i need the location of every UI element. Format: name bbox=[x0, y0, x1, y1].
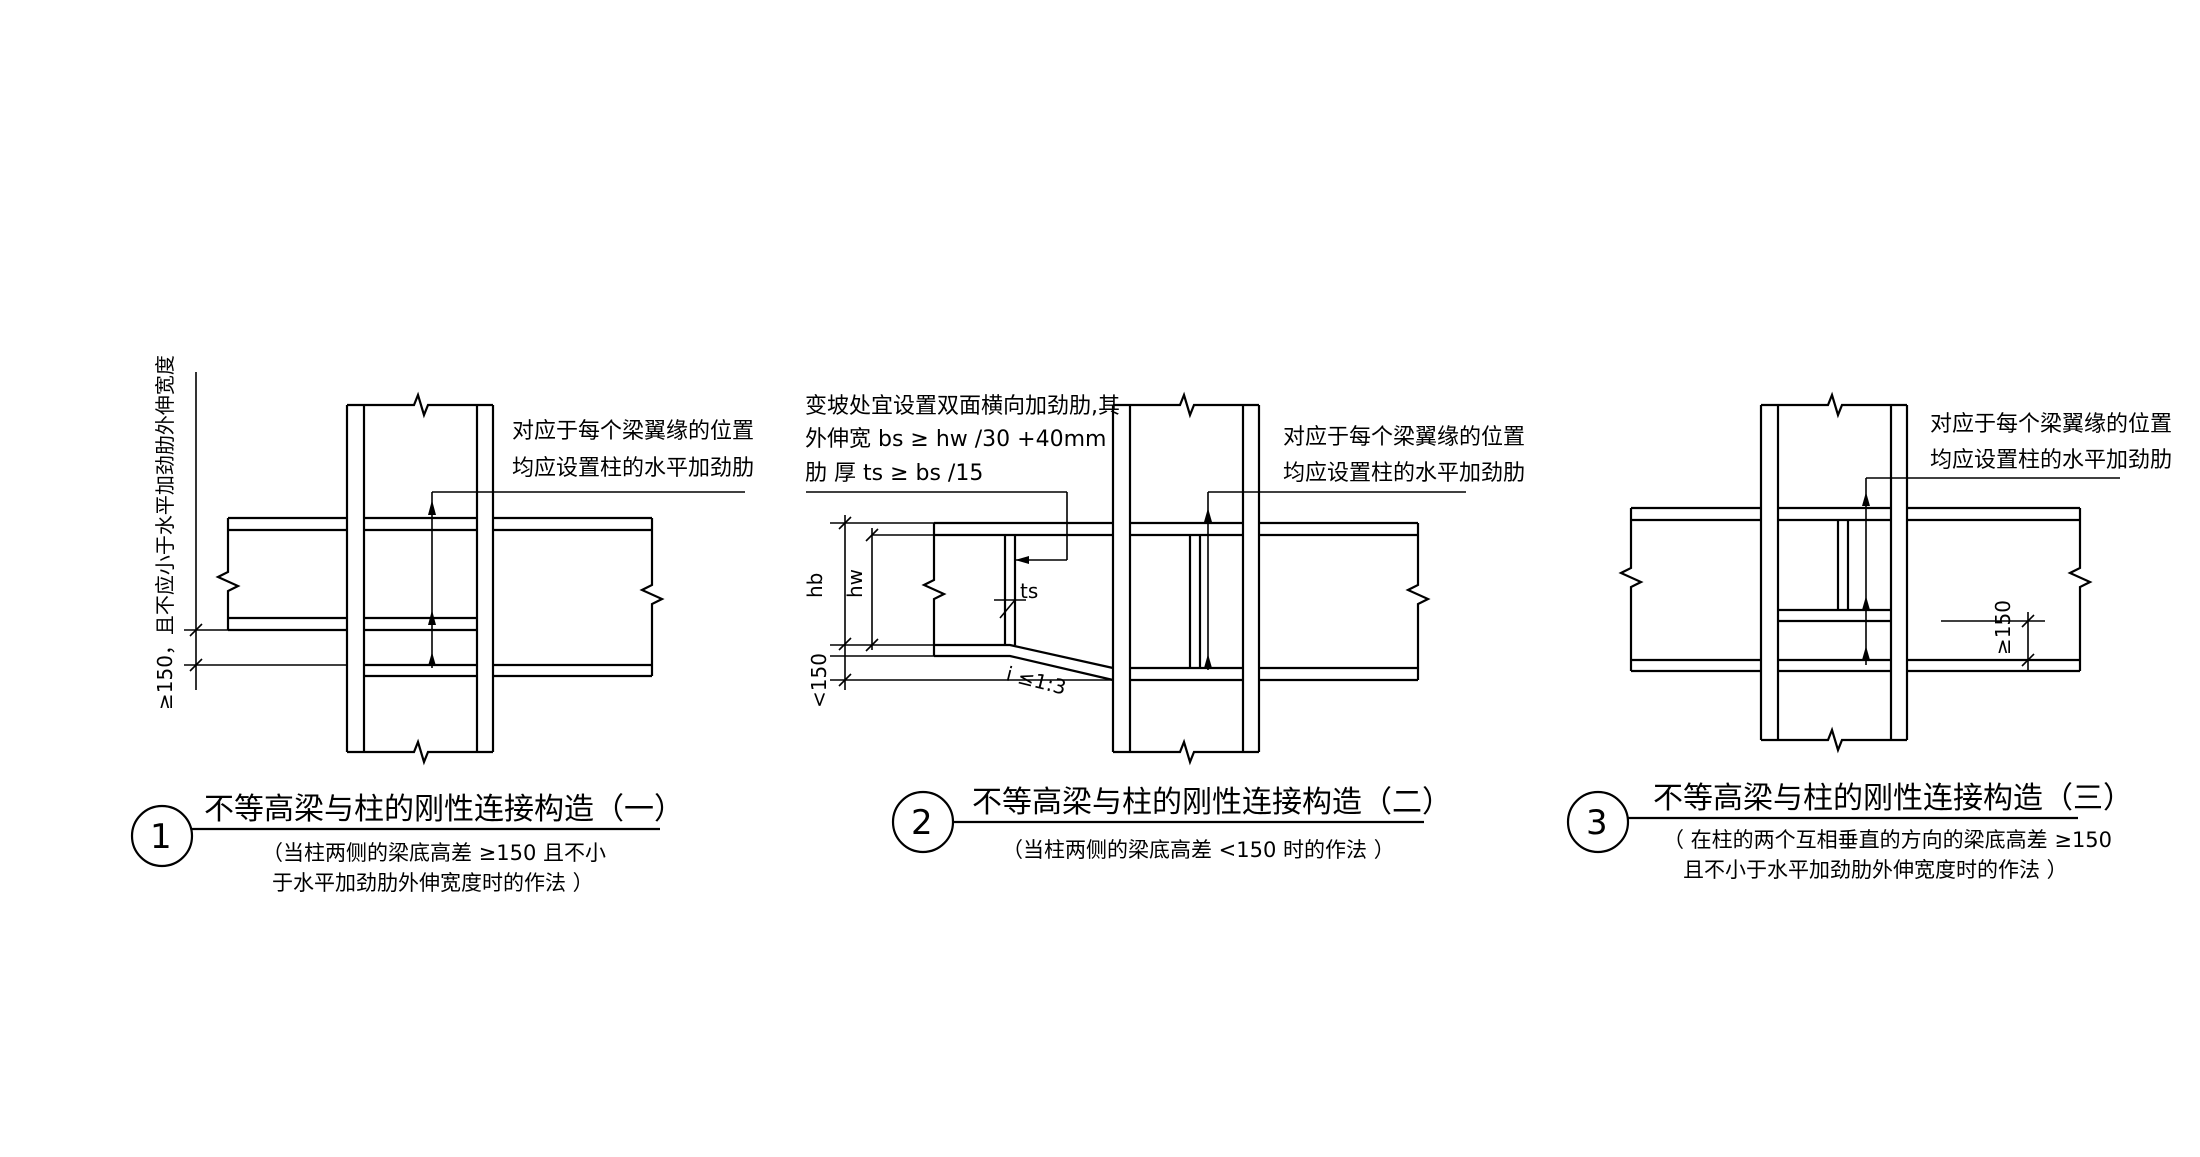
title-3: 不等高梁与柱的刚性连接构造（三） bbox=[1653, 781, 2133, 816]
detail-number-2: 2 bbox=[911, 803, 933, 843]
subtitle-3-line1: （ 在柱的两个互相垂直的方向的梁底高差 ≥150 bbox=[1663, 828, 2112, 852]
note-leader-1 bbox=[428, 491, 745, 668]
right-beam-1 bbox=[493, 516, 665, 678]
dim-label-3: ≥150 bbox=[1991, 600, 2015, 655]
dim-lt150-2: <150 bbox=[807, 653, 831, 708]
subtitle-2: （当柱两侧的梁底高差 <150 时的作法 ） bbox=[1002, 838, 1395, 862]
note-1-line2: 均应设置柱的水平加劲肋 bbox=[512, 456, 754, 481]
column-2 bbox=[1111, 391, 1261, 766]
title-block-3 bbox=[1566, 790, 2078, 854]
column-3 bbox=[1759, 391, 1909, 754]
note-leader-2 bbox=[1204, 491, 1466, 670]
note-3-line1: 对应于每个梁翼缘的位置 bbox=[1930, 412, 2172, 437]
note-1-line1: 对应于每个梁翼缘的位置 bbox=[512, 419, 754, 444]
dim-label-1: ≥150，且不应小于水平加劲肋外伸宽度 bbox=[153, 355, 177, 710]
dim-ts-2: ts bbox=[1020, 579, 1038, 603]
note-3-line2: 均应设置柱的水平加劲肋 bbox=[1930, 448, 2172, 473]
detail-number-1: 1 bbox=[150, 817, 172, 857]
column-stiffeners-2 bbox=[1130, 521, 1243, 682]
detail-3: 对应于每个梁翼缘的位置 均应设置柱的水平加劲肋 ≥150 3 不等高梁与柱的刚性… bbox=[1566, 391, 2172, 882]
dim-hb-2: hb bbox=[803, 573, 827, 598]
right-beam-3 bbox=[1907, 506, 2093, 673]
title-block-1 bbox=[130, 804, 660, 868]
subtitle-1-line2: 于水平加劲肋外伸宽度时的作法 ） bbox=[272, 871, 594, 895]
top-note-2-line2: 外伸宽 bs ≥ hw /30 +40mm bbox=[805, 427, 1106, 452]
detail-number-3: 3 bbox=[1586, 803, 1608, 843]
subtitle-1-line1: （当柱两侧的梁底高差 ≥150 且不小 bbox=[262, 841, 606, 865]
left-beam-1 bbox=[215, 516, 347, 632]
note-2-line2: 均应设置柱的水平加劲肋 bbox=[1283, 461, 1525, 486]
dimension-1 bbox=[184, 372, 347, 690]
note-leader-3 bbox=[1862, 477, 2120, 665]
title-block-2 bbox=[891, 790, 1424, 854]
top-note-2-line1: 变坡处宜设置双面横向加劲肋,其 bbox=[805, 394, 1120, 419]
dim-hw-2: hw bbox=[843, 569, 867, 598]
title-2: 不等高梁与柱的刚性连接构造（二） bbox=[972, 785, 1452, 820]
note-2-line1: 对应于每个梁翼缘的位置 bbox=[1283, 425, 1525, 450]
left-beam-3 bbox=[1618, 506, 1761, 673]
column-stiffeners-1 bbox=[364, 516, 477, 678]
detail-number-circle-1 bbox=[130, 804, 194, 868]
top-note-leader-2 bbox=[806, 491, 1068, 564]
detail-1: 对应于每个梁翼缘的位置 均应设置柱的水平加劲肋 ≥150，且不应小于水平加劲肋外… bbox=[130, 355, 754, 895]
column-stiffeners-3 bbox=[1778, 506, 1891, 673]
left-beam-2 bbox=[921, 521, 1114, 682]
detail-number-circle-3 bbox=[1566, 790, 1630, 854]
subtitle-3-line2: 且不小于水平加劲肋外伸宽度时的作法 ） bbox=[1683, 858, 2068, 882]
top-note-2-line3: 肋 厚 ts ≥ bs /15 bbox=[805, 461, 983, 486]
right-beam-2 bbox=[1259, 521, 1431, 682]
dimension-3 bbox=[1941, 612, 2045, 670]
detail-2: 变坡处宜设置双面横向加劲肋,其 外伸宽 bs ≥ hw /30 +40mm 肋 … bbox=[803, 391, 1525, 862]
column-1 bbox=[345, 391, 495, 766]
title-1: 不等高梁与柱的刚性连接构造（一） bbox=[204, 792, 684, 827]
dimension-2 bbox=[830, 515, 1113, 690]
